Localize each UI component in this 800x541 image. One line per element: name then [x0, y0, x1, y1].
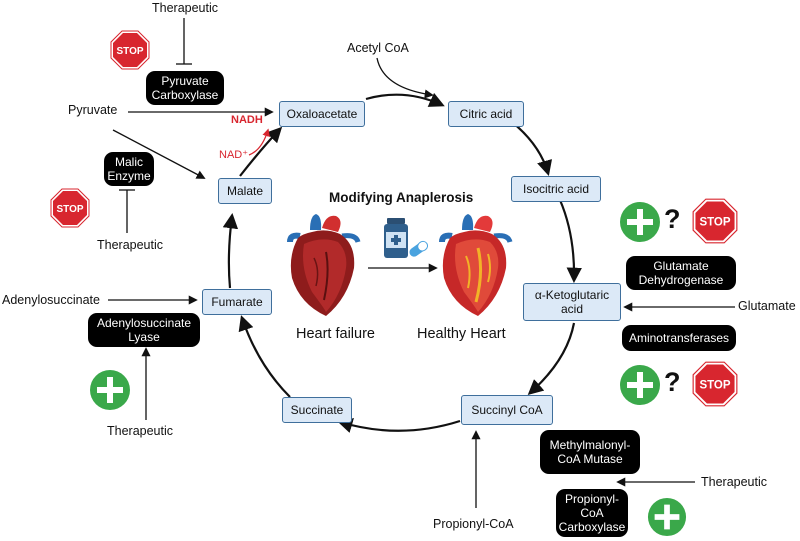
arrow-nad-nadh [248, 128, 270, 156]
heart-icon [287, 214, 361, 316]
enzyme-methylmalonyl-coa-mutase: Methylmalonyl-CoA Mutase [540, 430, 640, 474]
arrow-pyruvate-malate [112, 129, 206, 179]
node-akg: α-Ketoglutaric acid [523, 283, 621, 321]
stop-sign-icon: STOP [692, 198, 738, 244]
heart-icon [439, 214, 513, 316]
plus-circle-icon [90, 370, 130, 410]
label-therapeutic-top: Therapeutic [152, 1, 219, 15]
label-therapeutic-mmcoa: Therapeutic [701, 475, 768, 489]
enzyme-aminotransferases: Aminotransferases [622, 325, 736, 351]
arrow-oxaloacetate-citric [365, 92, 445, 107]
label-adenylosuccinate: Adenylosuccinate [2, 293, 100, 307]
plus-circle-icon [620, 202, 660, 242]
arrow-citric-isocitric [511, 121, 553, 176]
stop-sign-icon: STOP [50, 188, 90, 228]
stop-sign-icon: STOP [692, 361, 738, 407]
node-citric-acid: Citric acid [448, 101, 524, 127]
question-mark-upper: ? [664, 204, 681, 234]
label-therapeutic-malic: Therapeutic [97, 238, 164, 252]
node-succinyl-coa: Succinyl CoA [461, 395, 553, 425]
diagram-title: Modifying Anaplerosis [329, 190, 474, 205]
node-malate: Malate [218, 178, 272, 204]
arrow-fumarate-malate [222, 212, 239, 289]
enzyme-propionyl-coa-carboxylase: Propionyl-CoA Carboxylase [556, 489, 628, 537]
label-heart-failure: Heart failure [296, 326, 375, 342]
label-therapeutic-lyase: Therapeutic [107, 424, 174, 438]
question-mark-lower: ? [664, 367, 681, 397]
svg-text:STOP: STOP [116, 46, 143, 57]
svg-text:STOP: STOP [699, 380, 730, 392]
plus-circle-icon [620, 365, 660, 405]
svg-text:STOP: STOP [699, 217, 730, 229]
enzyme-pyruvate-carboxylase: Pyruvate Carboxylase [146, 71, 224, 105]
node-fumarate: Fumarate [202, 289, 272, 315]
enzyme-malic-enzyme: Malic Enzyme [104, 152, 154, 186]
label-nad: NAD⁺ [219, 149, 249, 161]
arrow-succinate-fumarate [238, 315, 291, 398]
enzyme-glutamate-dehydrogenase: Glutamate Dehydrogenase [626, 256, 736, 290]
arrow-isocitric-akg [558, 199, 582, 284]
node-isocitric-acid: Isocitric acid [511, 176, 601, 202]
arrow-succinyl-succinate [337, 418, 461, 433]
label-healthy-heart: Healthy Heart [417, 326, 506, 342]
svg-text:STOP: STOP [56, 204, 83, 215]
stop-sign-icon: STOP [110, 30, 150, 70]
plus-circle-icon [647, 497, 687, 537]
node-succinate: Succinate [282, 397, 352, 423]
node-oxaloacetate: Oxaloacetate [279, 101, 365, 127]
label-glutamate: Glutamate [738, 299, 796, 313]
label-pyruvate: Pyruvate [68, 103, 118, 117]
arrow-malate-oxaloacetate [239, 126, 283, 177]
label-acetyl-coa: Acetyl CoA [347, 41, 409, 55]
label-nadh: NADH [231, 114, 263, 126]
medicine-icon [384, 218, 428, 258]
label-propionyl-coa: Propionyl-CoA [433, 517, 514, 531]
enzyme-adenylosuccinate-lyase: Adenylosuccinate Lyase [88, 313, 200, 347]
arrow-akg-succinyl [527, 322, 576, 396]
arrow-acetylcoa [376, 57, 434, 99]
